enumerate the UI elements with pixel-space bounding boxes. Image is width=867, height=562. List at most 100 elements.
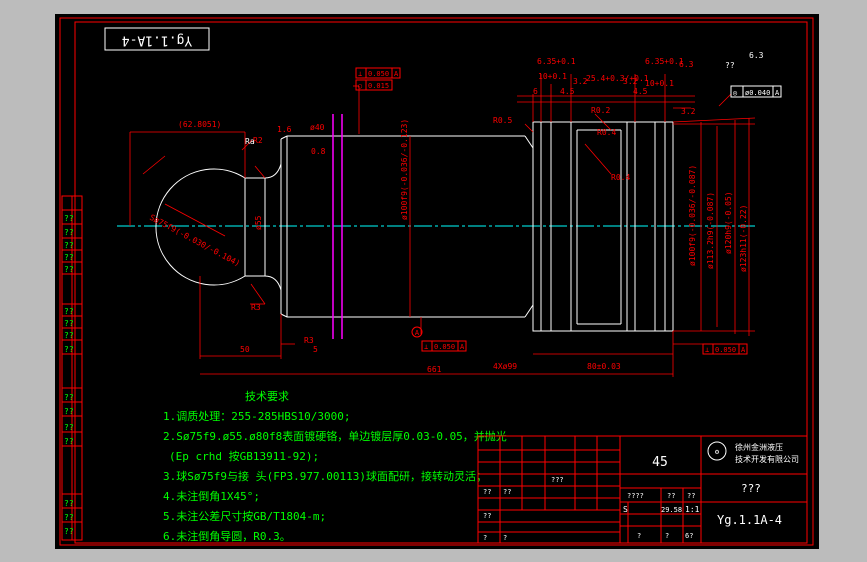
dim-r05: R0.5 <box>493 116 512 125</box>
company-l1: 徐州金洲液压 <box>735 442 783 452</box>
material: 45 <box>652 455 668 470</box>
dim-len661: 661 <box>427 365 442 374</box>
strip-cell: ?? <box>64 307 74 316</box>
tech-line-2: 2.Sø75f9.ø55.ø80f8表面镀硬铬，单边镀层厚0.03-0.05，并… <box>163 429 507 443</box>
dim-neck-dia: ø55 <box>254 215 263 230</box>
strip-cell: ?? <box>64 437 74 446</box>
svg-text:0.050: 0.050 <box>434 343 455 351</box>
dim-groove3: ø120h9(-0.05) <box>724 191 733 254</box>
dim-d45b: 4.5 <box>633 87 648 96</box>
strip-cell: ?? <box>64 253 74 262</box>
dim-tol-top1: 6.35+0.1 <box>537 57 576 66</box>
dim-d45a: 4.5 <box>560 87 575 96</box>
datum-marker: A <box>411 326 423 338</box>
dim-len80: 80±0.03 <box>587 362 621 371</box>
s-label: S <box>623 505 628 514</box>
svg-text:⚙: ⚙ <box>715 448 720 456</box>
tech-line-7: 6.未注倒角导圆，R0.3。 <box>163 529 291 543</box>
outer-frame <box>59 17 814 546</box>
dim-r02: R0.2 <box>591 106 610 115</box>
svg-text:⊥: ⊥ <box>424 343 428 351</box>
dim-tol-top2: 6.35+0.1 <box>645 57 684 66</box>
tb-cell: ? <box>503 534 507 542</box>
tb-cell: ??? <box>551 476 564 484</box>
mass: 29.58 <box>661 506 682 514</box>
ra-label: Ra <box>245 137 255 146</box>
title-block-text: 45 ⚙ 徐州金洲液压 技术开发有限公司 ??? 29.58 1:1 Yg.1.… <box>483 441 799 542</box>
dim-groove4: ø123h11(-0.22) <box>739 205 748 272</box>
svg-text:⊥: ⊥ <box>358 70 362 78</box>
drawing-id-box: Yg.1.1A-4 <box>104 27 210 51</box>
dim-4x99: 4Xø99 <box>493 362 517 371</box>
tb-cell: ?? <box>667 492 675 500</box>
strip-cell: ?? <box>64 228 74 237</box>
tech-line-6: 5.未注公差尺寸按GB/T1804-m; <box>163 509 326 523</box>
svg-text:A: A <box>460 343 465 351</box>
strip-cell: ?? <box>64 513 74 522</box>
gdt-conc: ◎ ø0.040 A <box>730 85 782 98</box>
strip-cell: ?? <box>64 527 74 536</box>
tb-cell: ? <box>637 532 641 540</box>
tech-requirements: 技术要求 1.调质处理：255-285HBS10/3000; 2.Sø75f9.… <box>163 390 507 543</box>
dim-d10a: 10+0.1 <box>538 72 567 81</box>
tech-line-1: 1.调质处理：255-285HBS10/3000; <box>163 410 350 423</box>
drawing-id-text: Yg.1.1A-4 <box>122 33 193 48</box>
strip-cell: ?? <box>64 407 74 416</box>
dim-rough63: 6.3 <box>679 60 694 69</box>
dimension-text: (62.8051) Sø75f9(-0.030/-0.104) ø55 R3 R… <box>148 57 748 374</box>
tb-cell: ? <box>483 534 487 542</box>
dim-sphere-dia: Sø75f9(-0.030/-0.104) <box>148 213 242 268</box>
drawing-canvas: Yg.1.1A-4 ?? ?? ?? ?? ?? ?? ?? ? <box>59 17 814 546</box>
tech-line-5: 4.未注倒角1X45°; <box>163 489 260 503</box>
dim-r3b: R3 <box>304 336 314 345</box>
inner-frame <box>74 21 808 544</box>
tb-cell: ?? <box>483 488 491 496</box>
tb-cell: ?? <box>687 492 695 500</box>
dim-rough08: 0.8 <box>311 147 326 156</box>
company-logo: ⚙ <box>707 441 727 461</box>
gdt-perp: ⊥ 0.050 A <box>355 67 401 79</box>
svg-text:A: A <box>775 89 780 97</box>
strip-cell: ?? <box>64 241 74 250</box>
dim-chamfer-top: ø40 <box>310 123 325 132</box>
dim-d32c: 3.2 <box>681 107 696 116</box>
gdt-runout: ⊥ 0.050 A <box>421 340 467 352</box>
svg-text:0.050: 0.050 <box>715 346 736 354</box>
dim-len50: 50 <box>240 345 250 354</box>
roughness-label: 6.3 <box>749 51 764 60</box>
svg-text:ø0.040: ø0.040 <box>745 89 770 97</box>
strip-cell: ?? <box>64 345 74 354</box>
svg-text:0.015: 0.015 <box>368 82 389 90</box>
tb-cell: ???? <box>627 492 644 500</box>
dim-body-dia: ø100f9(-0.036/-0.123) <box>400 119 409 220</box>
tb-cell: ? <box>665 532 669 540</box>
cad-viewport[interactable]: Yg.1.1A-4 ?? ?? ?? ?? ?? ?? ?? ? <box>55 14 819 549</box>
svg-text:◎: ◎ <box>733 89 738 97</box>
strip-cell: ?? <box>64 423 74 432</box>
strip-cell: ?? <box>64 214 74 223</box>
scale: 1:1 <box>685 505 700 514</box>
svg-text:A: A <box>394 70 399 78</box>
dim-len5: 5 <box>313 345 318 354</box>
svg-text:A: A <box>415 329 420 337</box>
misc-labels: ?? 6.3 Ra <box>245 51 764 146</box>
dimension-lines <box>129 74 756 377</box>
dim-d32a: 3.2 <box>573 77 588 86</box>
svg-text:⊥: ⊥ <box>705 346 709 354</box>
dim-groove2: ø113.2h9(-0.087) <box>706 192 715 269</box>
strip-cell: ?? <box>64 331 74 340</box>
tech-line-3: (Ep crhd 按GB13911-92); <box>169 449 319 463</box>
strip-cell: ?? <box>64 265 74 274</box>
dim-r04a: R0.4 <box>597 128 616 137</box>
strip-cell: ?? <box>64 499 74 508</box>
left-strip: ?? ?? ?? ?? ?? ?? ?? ?? ?? ?? ?? ?? ?? ?… <box>61 195 83 541</box>
drawing-no: Yg.1.1A-4 <box>717 513 782 527</box>
svg-text:0.050: 0.050 <box>368 70 389 78</box>
tb-cell: 6? <box>685 532 693 540</box>
dim-d32b: 3.2 <box>623 77 638 86</box>
strip-cell: ?? <box>64 319 74 328</box>
dim-d25: 25.4+0.3/+0.1 <box>586 74 649 83</box>
dim-sphere-offset: (62.8051) <box>178 120 221 129</box>
svg-text:A: A <box>741 346 746 354</box>
title-block <box>477 435 808 544</box>
